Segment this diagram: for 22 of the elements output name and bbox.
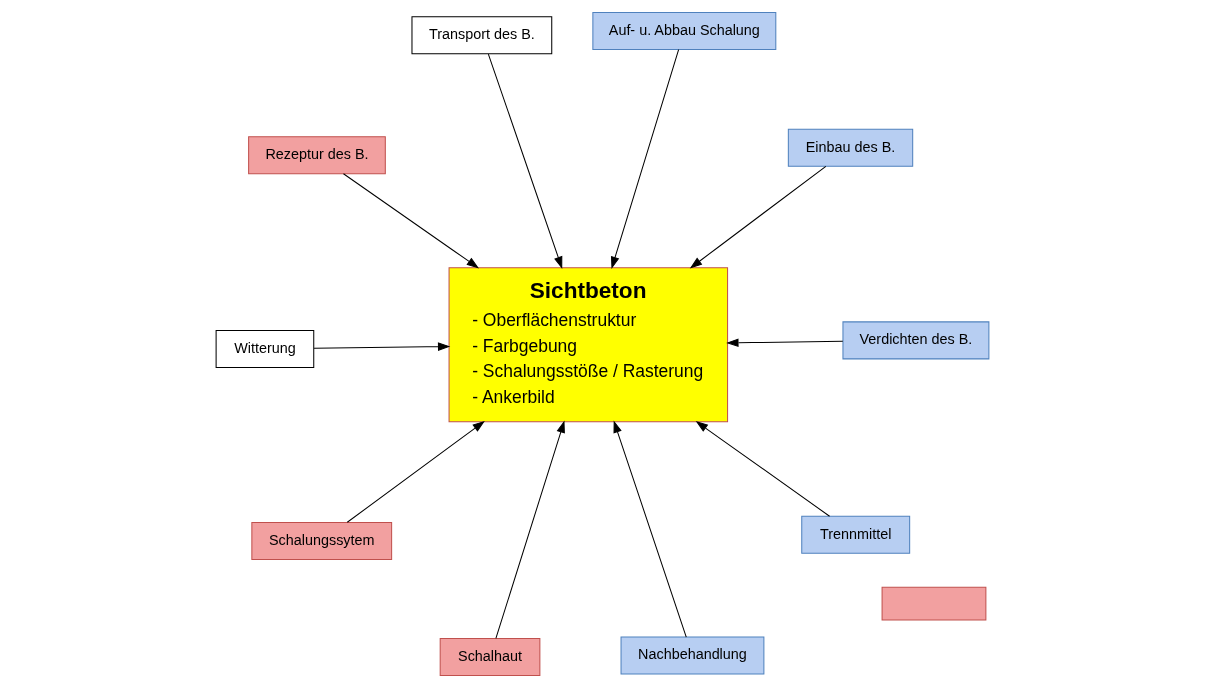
arrow <box>689 165 827 269</box>
node-box: Schalhaut <box>439 638 541 677</box>
node-box: Schalungssytem <box>251 522 393 561</box>
node-box: Nachbehandlung <box>620 636 765 675</box>
node-box: Verdichten des B. <box>842 321 990 360</box>
node-box: Witterung <box>215 329 315 368</box>
arrow <box>613 420 687 638</box>
arrow <box>487 53 563 269</box>
node-box <box>881 586 987 621</box>
arrow <box>726 338 844 348</box>
node-box: Sichtbeton - Oberflächenstruktur - Farbgebung - Schalungsstöße / Rasterung - Ankerbild <box>448 267 729 423</box>
node-box: Einbau des B. <box>787 128 914 167</box>
arrow <box>495 420 565 639</box>
node-box: Transport des B. <box>411 16 553 55</box>
arrow <box>695 421 831 517</box>
node-box: Auf- u. Abbau Schalung <box>592 11 777 50</box>
arrow <box>313 342 451 351</box>
node-box: Trennmittel <box>801 515 911 554</box>
arrow <box>346 420 485 523</box>
arrow <box>342 173 480 269</box>
node-box: Rezeptur des B. <box>248 136 386 175</box>
arrow <box>610 49 680 269</box>
